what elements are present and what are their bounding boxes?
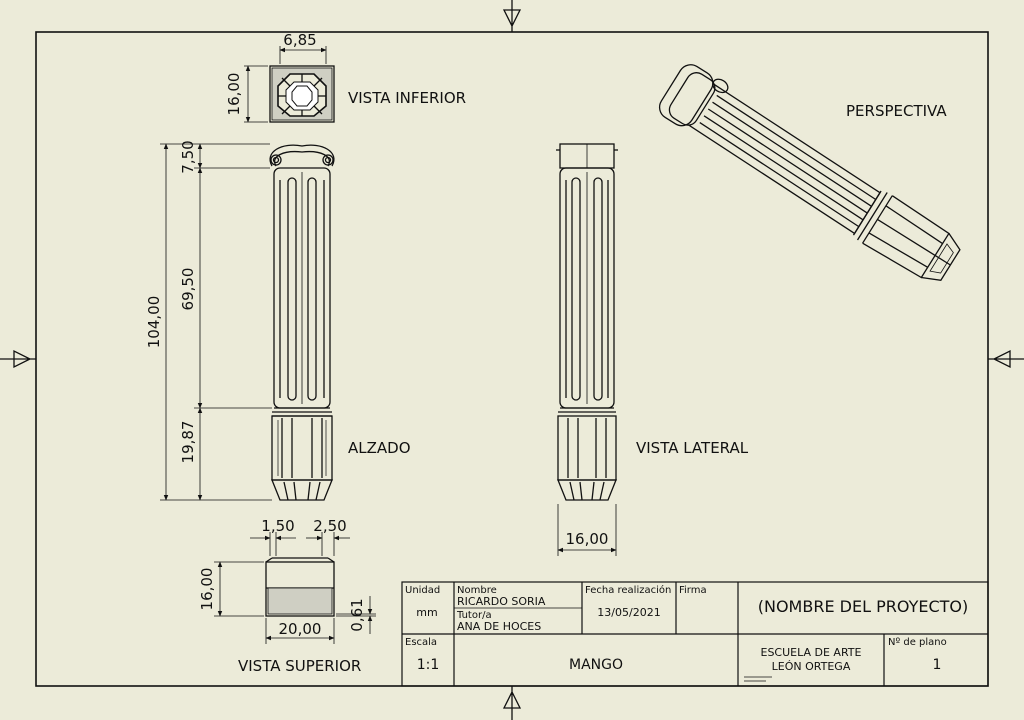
- view-perspectiva-drawing: [658, 64, 961, 281]
- tb-unidad-value: mm: [416, 606, 437, 619]
- dim-superior-width: 20,00: [279, 620, 322, 638]
- view-superior-drawing: [265, 557, 335, 617]
- school-logo-mark: [744, 676, 772, 682]
- dim-alzado-mid: 69,50: [179, 268, 197, 311]
- dim-superior-lines: [214, 532, 376, 644]
- centering-mark-top: [502, 0, 522, 32]
- sheet-border: [35, 31, 989, 687]
- tb-escala-label: Escala: [405, 637, 437, 648]
- centering-mark-bottom: [502, 686, 522, 720]
- view-label-superior: VISTA SUPERIOR: [238, 657, 361, 675]
- dim-superior-height: 16,00: [198, 568, 216, 611]
- dim-inferior-width-lines: [244, 46, 327, 123]
- tb-unidad-label: Unidad: [405, 585, 440, 596]
- view-lateral-drawing: [556, 143, 618, 501]
- dim-inferior-height: 16,00: [225, 73, 243, 116]
- view-label-inferior: VISTA INFERIOR: [348, 89, 466, 107]
- tb-escuela-line2: LEÓN ORTEGA: [772, 660, 851, 673]
- tb-plano-label: Nº de plano: [888, 637, 947, 648]
- tb-proyecto: (NOMBRE DEL PROYECTO): [758, 597, 968, 616]
- tb-escuela-line1: ESCUELA DE ARTE: [761, 646, 862, 659]
- tb-fecha-value: 13/05/2021: [597, 606, 660, 619]
- dim-inferior-width: 6,85: [283, 31, 316, 49]
- dim-lateral-lines: [557, 504, 617, 556]
- centering-mark-right: [988, 349, 1024, 369]
- tb-plano-value: 1: [933, 657, 942, 673]
- dim-alzado-bottom: 19,87: [179, 421, 197, 464]
- tb-firma-label: Firma: [679, 585, 707, 596]
- tb-nombre-label: Nombre: [457, 585, 497, 596]
- tb-escala-value: 1:1: [417, 657, 440, 673]
- centering-mark-left: [0, 349, 36, 369]
- tb-tutor-label: Tutor/a: [456, 610, 492, 621]
- dim-superior-right: 2,50: [313, 517, 346, 535]
- view-label-lateral: VISTA LATERAL: [636, 439, 749, 457]
- tb-pieza: MANGO: [569, 657, 623, 673]
- view-label-perspectiva: PERSPECTIVA: [846, 102, 947, 120]
- dim-lateral-width: 16,00: [566, 530, 609, 548]
- dim-alzado-lines: [160, 143, 272, 501]
- tb-fecha-label: Fecha realización: [585, 584, 671, 596]
- view-inferior-drawing: [269, 65, 335, 123]
- view-label-alzado: ALZADO: [348, 439, 411, 457]
- title-block: [401, 581, 989, 687]
- tb-tutor-value: ANA DE HOCES: [457, 620, 541, 633]
- dim-alzado-total: 104,00: [145, 296, 163, 349]
- view-alzado-drawing: [269, 144, 335, 501]
- dim-alzado-top: 7,50: [179, 140, 197, 173]
- dim-superior-small: 0,61: [348, 598, 366, 631]
- dim-superior-left: 1,50: [261, 517, 294, 535]
- tb-nombre-value: RICARDO SORIA: [457, 595, 546, 608]
